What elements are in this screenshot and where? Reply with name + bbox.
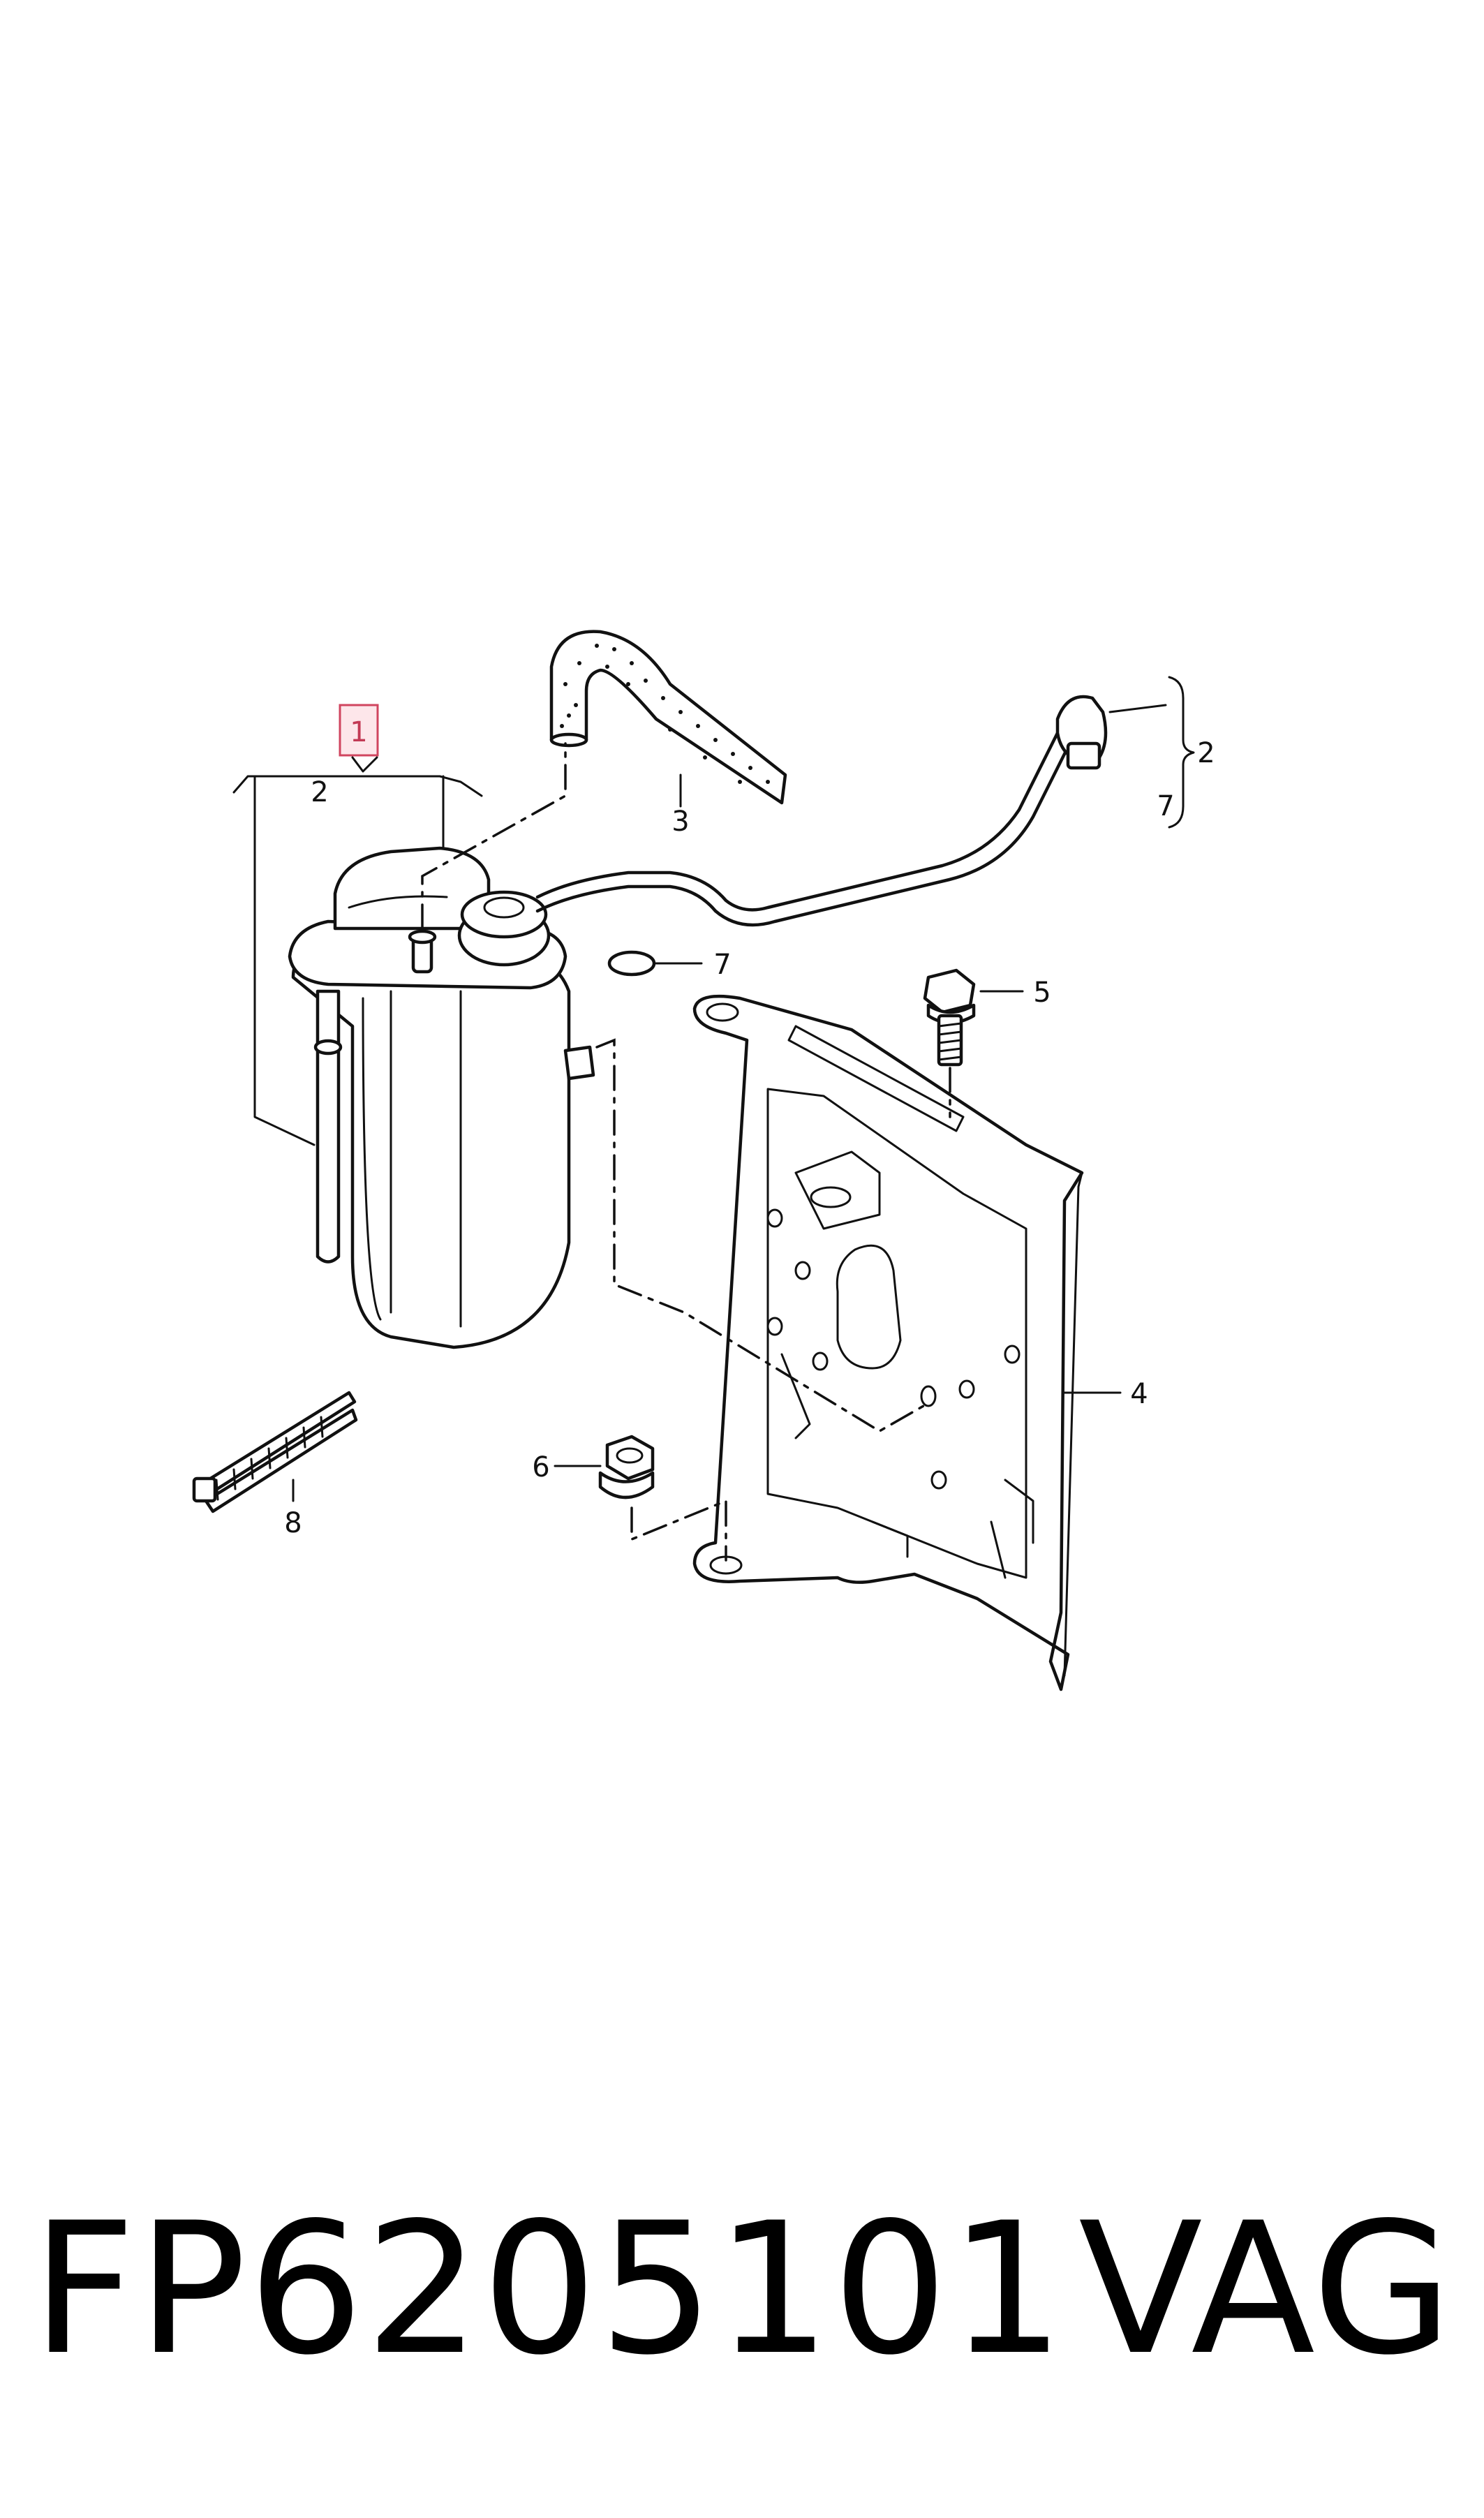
part-number: FP6205101: [31, 2184, 1067, 2395]
callout-2-left: 2: [311, 776, 328, 808]
flange-nut[interactable]: [598, 1435, 655, 1499]
seal-ring[interactable]: [607, 950, 656, 977]
callout-5: 5: [1033, 977, 1051, 1009]
bolt[interactable]: [923, 968, 976, 1067]
callout-1-highlight[interactable]: [339, 704, 379, 757]
callout-8: 8: [284, 1507, 302, 1539]
callout-4: 4: [1130, 1378, 1148, 1410]
callout-2-right: 2: [1197, 737, 1215, 769]
callout-1[interactable]: 1: [350, 716, 367, 748]
mounting-bracket[interactable]: [692, 994, 1084, 1691]
callout-6: 6: [532, 1451, 549, 1483]
vapor-line[interactable]: [535, 695, 1108, 927]
callout-7-right: 7: [1157, 790, 1174, 822]
cable-tie[interactable]: [192, 1391, 358, 1513]
brand-name: VAG: [1078, 2184, 1453, 2395]
callout-7-seal: 7: [713, 949, 731, 981]
carbon-canister[interactable]: [288, 846, 595, 1349]
breather-hose[interactable]: [549, 630, 787, 805]
callout-3: 3: [671, 806, 689, 838]
leader-lines: [232, 676, 1195, 1562]
